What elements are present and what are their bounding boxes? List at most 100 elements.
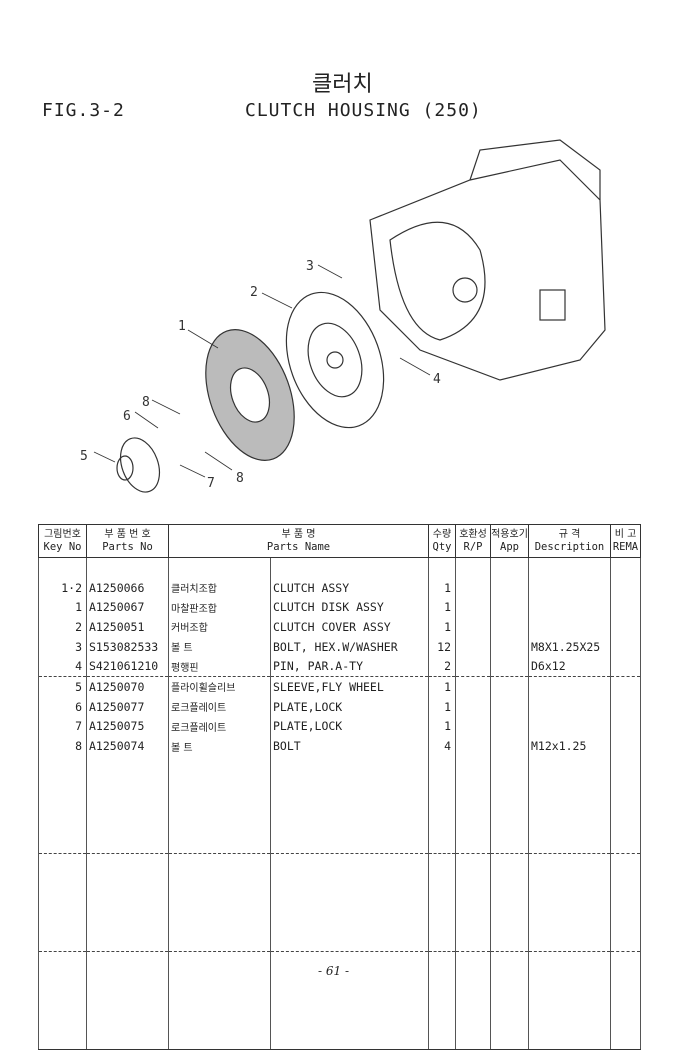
description	[528, 696, 611, 717]
qty: 4	[428, 736, 456, 756]
title-korean: 클러치	[312, 72, 373, 97]
table-row: 3 S153082533 볼 트 BOLT, HEX.W/WASHER 12 M…	[38, 636, 641, 657]
key-no: 7	[38, 716, 87, 737]
part-no: A1250077	[86, 696, 169, 717]
remarks	[610, 656, 641, 678]
description	[528, 676, 611, 697]
part-name-ko: 클러치조합	[168, 577, 271, 598]
table-row: 7 A1250075 로크플레이트 PLATE,LOCK 1	[38, 716, 641, 737]
clutch-cover	[285, 291, 385, 429]
callout-1: 1	[178, 319, 186, 334]
page-number: - 61 -	[318, 964, 350, 978]
callout-8a: 8	[142, 395, 150, 410]
key-no: 4	[38, 656, 87, 678]
callout-6: 6	[123, 409, 131, 424]
part-name-en: PLATE,LOCK	[270, 716, 429, 737]
qty: 1	[428, 597, 456, 618]
remarks	[610, 597, 641, 618]
table-row: 5 A1250070 플라이휠슬리브 SLEEVE,FLY WHEEL 1	[38, 676, 641, 697]
part-name-ko: 마찰판조합	[168, 597, 271, 618]
callout-5: 5	[80, 449, 88, 464]
key-no: 6	[38, 696, 87, 717]
key-no: 8	[38, 736, 87, 756]
app	[490, 636, 529, 657]
key-no: 3	[38, 636, 87, 657]
rp	[455, 597, 491, 618]
table-row: 6 A1250077 로크플레이트 PLATE,LOCK 1	[38, 696, 641, 717]
table-row: 4 S421061210 평행핀 PIN, PAR.A-TY 2 D6x12	[38, 656, 641, 678]
remarks	[610, 636, 641, 657]
callout-4: 4	[433, 372, 441, 387]
app	[490, 676, 529, 697]
callout-2: 2	[250, 285, 258, 300]
app	[490, 577, 529, 598]
part-name-ko: 로크플레이트	[168, 716, 271, 737]
part-name-ko: 플라이휠슬리브	[168, 676, 271, 697]
description	[528, 577, 611, 598]
remarks	[610, 736, 641, 756]
app	[490, 617, 529, 637]
qty: 1	[428, 696, 456, 717]
rp	[455, 676, 491, 697]
callout-3: 3	[306, 259, 314, 274]
qty: 2	[428, 656, 456, 678]
part-no: A1250051	[86, 617, 169, 637]
rp	[455, 736, 491, 756]
rp	[455, 577, 491, 598]
part-name-en: SLEEVE,FLY WHEEL	[270, 676, 429, 697]
key-no: 1·2	[38, 577, 87, 598]
part-name-en: CLUTCH COVER ASSY	[270, 617, 429, 637]
part-no: A1250067	[86, 597, 169, 618]
rp	[455, 656, 491, 678]
part-no: A1250074	[86, 736, 169, 756]
description: M8X1.25X25	[528, 636, 611, 657]
remarks	[610, 577, 641, 598]
clutch-disk	[205, 329, 295, 461]
app	[490, 696, 529, 717]
part-no: S421061210	[86, 656, 169, 678]
callout-8b: 8	[236, 471, 244, 486]
remarks	[610, 696, 641, 717]
remarks	[610, 676, 641, 697]
key-no: 5	[38, 676, 87, 697]
part-name-en: BOLT	[270, 736, 429, 756]
qty: 1	[428, 676, 456, 697]
app	[490, 736, 529, 756]
empty-row	[38, 755, 641, 854]
part-name-ko: 볼 트	[168, 636, 271, 657]
remarks	[610, 716, 641, 737]
rp	[455, 696, 491, 717]
table-row: 1·2 A1250066 클러치조합 CLUTCH ASSY 1	[38, 577, 641, 598]
description	[528, 716, 611, 737]
part-name-en: PIN, PAR.A-TY	[270, 656, 429, 678]
app	[490, 656, 529, 678]
app	[490, 716, 529, 737]
part-name-ko: 평행핀	[168, 656, 271, 678]
rp	[455, 617, 491, 637]
app	[490, 597, 529, 618]
key-no: 1	[38, 597, 87, 618]
part-name-ko: 볼 트	[168, 736, 271, 756]
part-name-en: CLUTCH DISK ASSY	[270, 597, 429, 618]
rp	[455, 716, 491, 737]
part-name-en: BOLT, HEX.W/WASHER	[270, 636, 429, 657]
part-name-en: PLATE,LOCK	[270, 696, 429, 717]
figure-number: FIG.3-2	[42, 100, 125, 121]
qty: 12	[428, 636, 456, 657]
qty: 1	[428, 617, 456, 637]
table-row: 2 A1250051 커버조합 CLUTCH COVER ASSY 1	[38, 617, 641, 637]
qty: 1	[428, 577, 456, 598]
description	[528, 617, 611, 637]
qty: 1	[428, 716, 456, 737]
part-no: A1250075	[86, 716, 169, 737]
rp	[455, 636, 491, 657]
key-no: 2	[38, 617, 87, 637]
part-no: A1250066	[86, 577, 169, 598]
